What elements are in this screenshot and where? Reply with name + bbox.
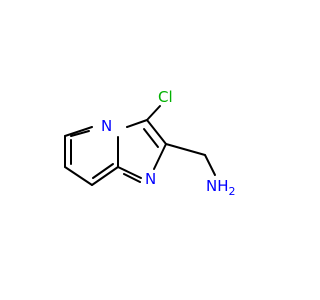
chlorine-label: Cl xyxy=(158,88,173,106)
bond-c7-c8-inner xyxy=(92,163,114,179)
bond-n-c5 xyxy=(64,126,93,137)
bond-n-c3 xyxy=(126,119,148,128)
bond-c3-c2-inner xyxy=(143,128,159,148)
bond-c2-n1 xyxy=(153,143,167,170)
bond-c2-ch2 xyxy=(165,143,206,156)
bond-c3-c2 xyxy=(146,119,167,145)
amine-label: NH2 xyxy=(206,177,236,198)
bond-ch2-n xyxy=(204,154,216,176)
structure-canvas: Cl N N NH2 xyxy=(64,88,236,198)
bond-c6-c7 xyxy=(64,166,93,186)
amine-subscript: 2 xyxy=(229,185,236,198)
ring-nitrogen-label: N xyxy=(101,117,112,135)
bond-n1-c8 xyxy=(117,166,142,179)
bond-c7-c8 xyxy=(91,166,119,186)
bond-c8-n1-inner xyxy=(123,173,141,183)
imidazole-nitrogen-label: N xyxy=(145,170,156,188)
amine-nh: NH xyxy=(206,177,229,195)
bond-c5-n-inner xyxy=(70,130,90,137)
molecule-diagram: Cl N N NH2 xyxy=(64,88,236,198)
bond-c3-cl xyxy=(146,105,161,121)
